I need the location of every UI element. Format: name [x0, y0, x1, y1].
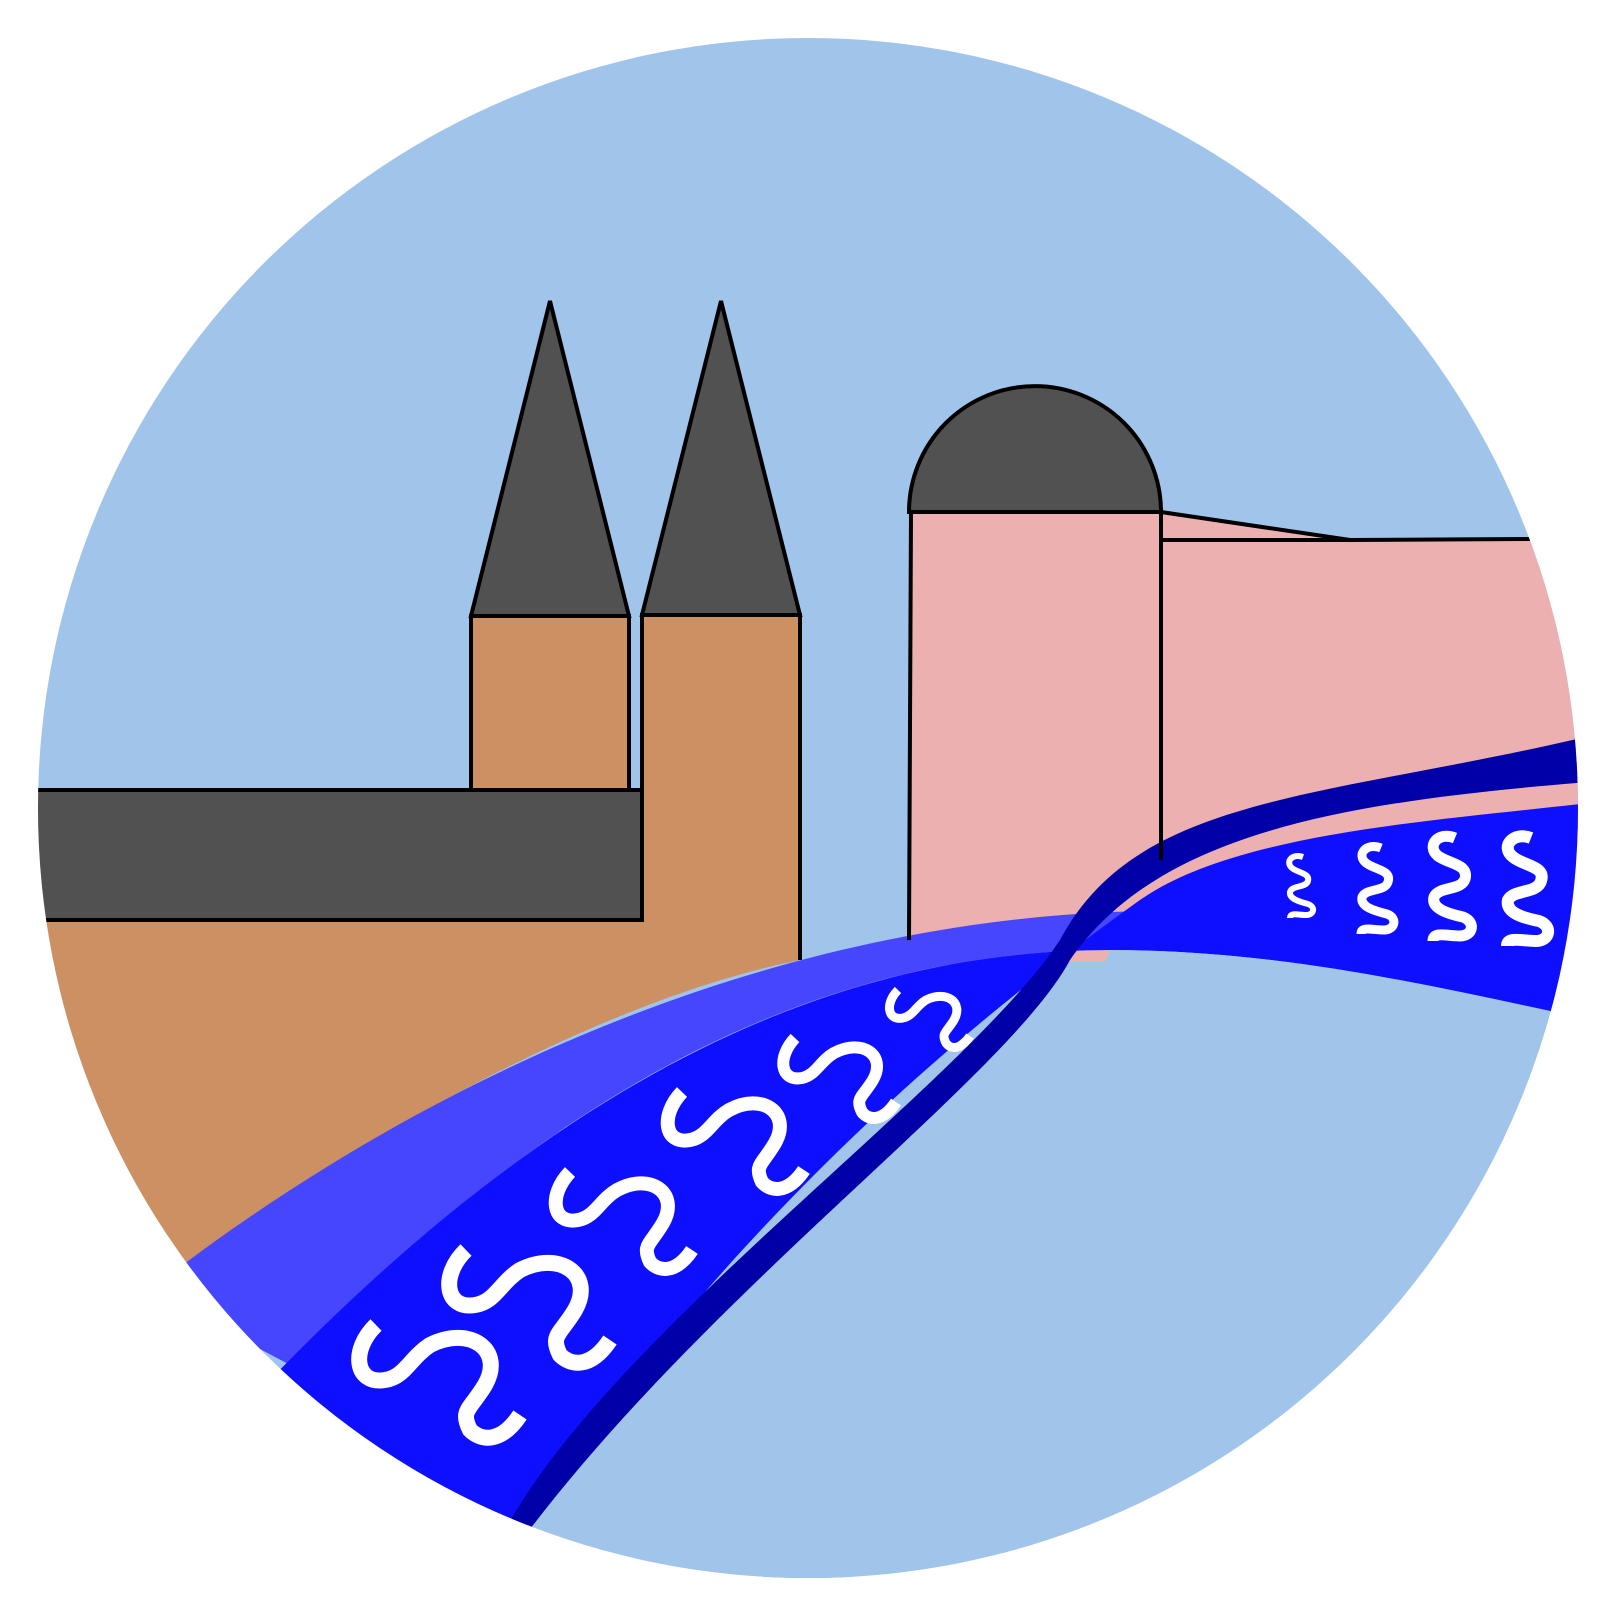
left-ground	[38, 615, 800, 1400]
wave	[548, 1167, 698, 1276]
wave	[1501, 830, 1554, 948]
left-wall-roof	[38, 790, 642, 920]
wave	[885, 986, 974, 1052]
river-waves-right	[1286, 830, 1554, 948]
wave	[441, 1244, 617, 1371]
wave	[1356, 842, 1399, 935]
left-spire-tower-body	[471, 616, 629, 791]
wave	[660, 1087, 810, 1196]
pink-building-roofline	[1160, 510, 1531, 543]
left-wall-outline	[38, 788, 644, 922]
wave	[351, 1319, 527, 1446]
left-spire-roof	[468, 300, 632, 618]
wave	[1286, 853, 1316, 919]
wave	[777, 1033, 901, 1124]
right-spire-roof	[639, 300, 803, 617]
wave	[1427, 830, 1477, 943]
river-main	[200, 800, 1578, 1578]
river-waves	[351, 986, 974, 1446]
dome	[906, 384, 1164, 514]
